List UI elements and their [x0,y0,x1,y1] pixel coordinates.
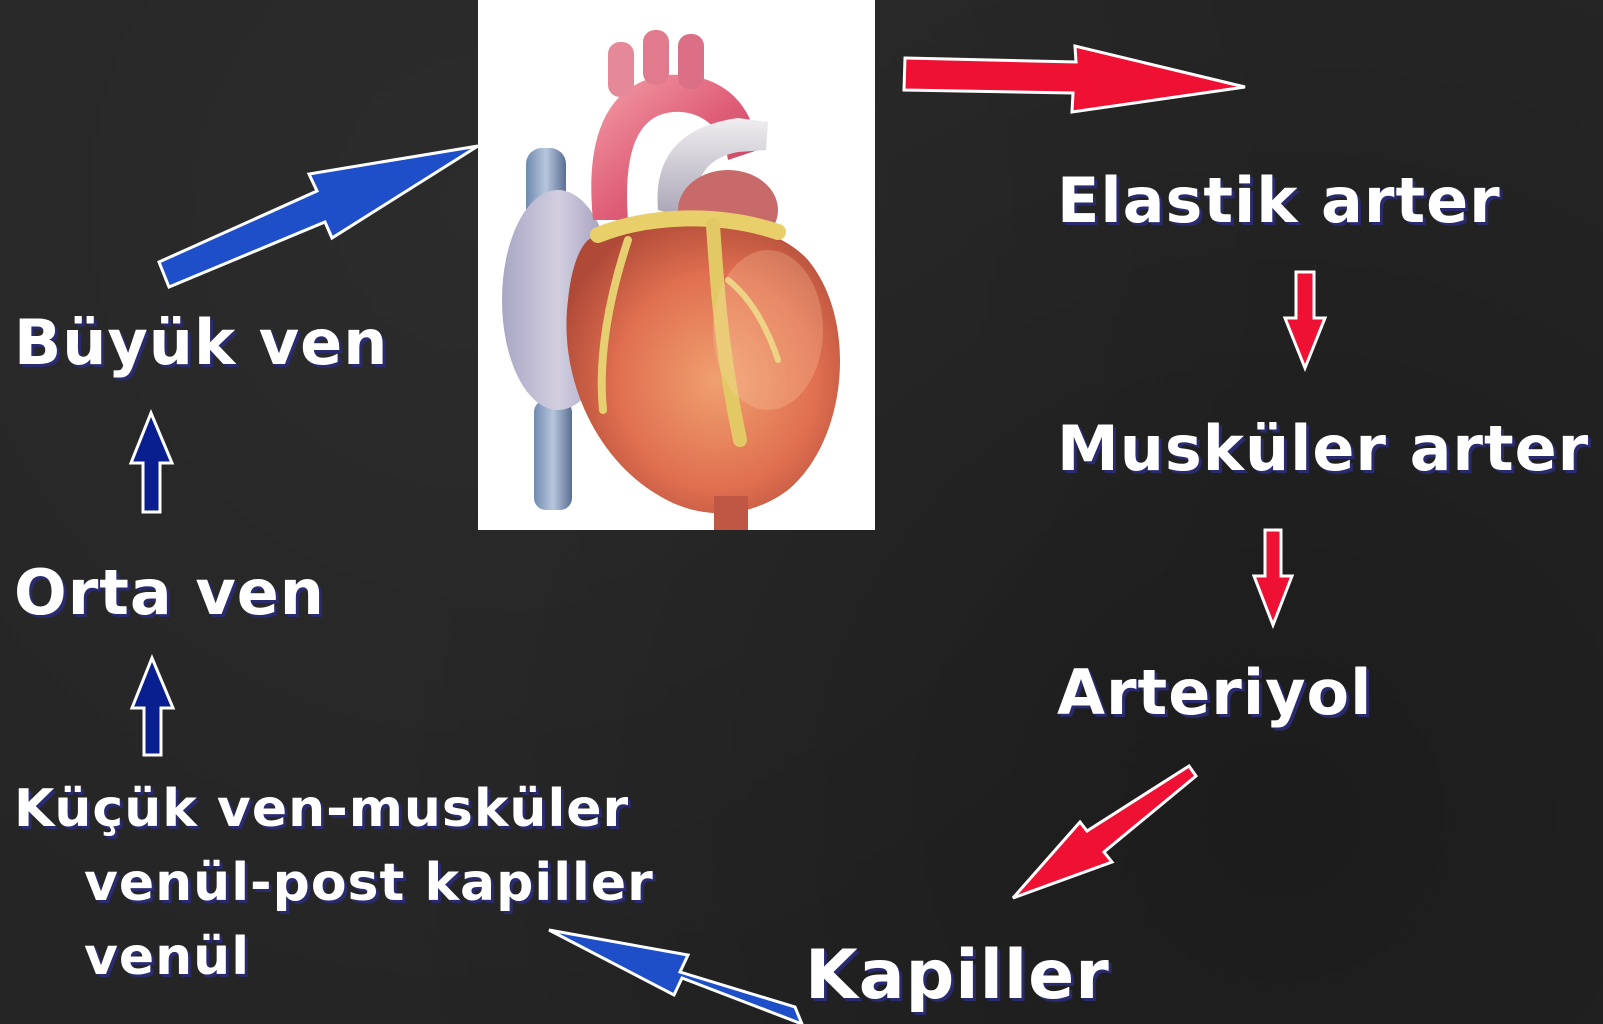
capillary-to-small-vein-arrow [549,930,802,1024]
elastic-to-muscular-arrow [1285,272,1325,368]
heart-to-elastic-artery-arrow [904,46,1245,112]
arteriole-to-capillary-arrow [1013,766,1196,898]
small-vein-label-line1: Küçük ven-musküler [14,772,629,846]
large-vein-label: Büyük ven [14,312,388,374]
small-vein-label-line2: venül-post kapiller [84,846,654,920]
medium-to-large-vein-arrow [131,413,172,512]
medium-vein-label: Orta ven [14,562,325,624]
heart-illustration [478,0,875,530]
elastic-artery-label: Elastik arter [1057,170,1501,232]
heart-anatomy-icon [478,0,875,530]
muscular-to-arteriole-arrow [1254,530,1292,625]
muscular-artery-label: Musküler arter [1057,418,1589,480]
small-to-medium-vein-arrow [132,658,173,755]
capillary-label: Kapiller [805,942,1110,1010]
large-vein-to-heart-arrow [159,146,478,287]
small-vein-label-line3: venül [84,920,250,994]
arteriole-label: Arteriyol [1057,662,1372,724]
